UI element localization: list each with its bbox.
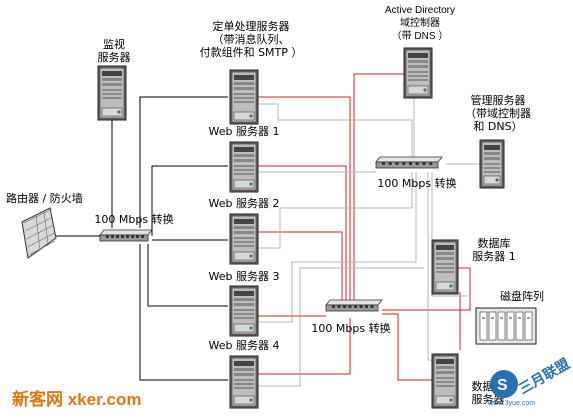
label-mgmt-server: 管理服务器 （带域控制器 和 DNS） (465, 94, 531, 133)
watermark-3yue-sub: www.3yue.com (488, 400, 536, 407)
link-red-web1 (258, 165, 347, 300)
web-server-1-icon (229, 141, 259, 193)
db-server-2-icon (431, 353, 459, 409)
switch-bottom-icon (325, 299, 383, 312)
mgmt-server-icon (479, 139, 505, 189)
link-red-web4 (258, 318, 351, 375)
disk-array-icon (475, 307, 537, 345)
link-red-ad (353, 73, 412, 300)
web-server-3-icon (229, 285, 259, 337)
label-order-server: 定单处理服务器 （带消息队列、 付款组件和 SMTP ） (199, 20, 303, 59)
monitor-server-icon (97, 65, 127, 121)
label-web4: Web 服务器 4 (208, 339, 280, 352)
switch-left-icon (99, 229, 153, 242)
connection-lines (21, 47, 537, 409)
3yue-logo-icon: S (490, 370, 518, 398)
label-disk-array: 磁盘阵列 (500, 290, 544, 303)
label-switch-bottom: 100 Mbps 转换 (311, 322, 391, 335)
db-server-1-icon (431, 239, 459, 295)
link-gray-order (258, 103, 413, 160)
network-diagram (21, 47, 537, 409)
link-switch-order (139, 96, 228, 228)
link-switch-web3 (147, 244, 228, 307)
label-web3: Web 服务器 3 (208, 270, 280, 283)
watermark-xker: 新客网 xker.com (12, 390, 142, 409)
link-gray-web2 (258, 172, 413, 249)
label-db1: 数据库 服务器 1 (472, 237, 516, 263)
label-monitor-server: 监视 服务器 (97, 38, 131, 64)
web-server-2-icon (229, 213, 259, 265)
label-web2: Web 服务器 2 (208, 197, 280, 210)
label-switch-left: 100 Mbps 转换 (94, 213, 174, 226)
link-switch-web1 (151, 165, 228, 236)
label-ad-server: Active Directory 域控制器 （带 DNS ） (384, 5, 455, 42)
switch-right-icon (375, 156, 443, 169)
router-firewall-icon (21, 207, 57, 259)
web-server-4-icon (229, 355, 259, 409)
link-gray-web3 (258, 172, 417, 323)
label-router: 路由器 / 防火墙 (6, 192, 83, 205)
link-gray-web4 (258, 267, 424, 387)
link-red-switch-db2 (382, 313, 440, 381)
link-gray-db (431, 172, 468, 297)
label-web1: Web 服务器 1 (208, 125, 280, 138)
watermark-3yue-logo: S 三月联盟 www.3yue.com (486, 355, 572, 412)
link-red-web2 (258, 231, 343, 300)
link-switch-web4 (139, 244, 228, 381)
ad-server-icon (403, 47, 433, 99)
order-server-icon (229, 69, 259, 125)
link-red-order (258, 96, 351, 300)
label-switch-right: 100 Mbps 转换 (377, 177, 457, 190)
svg-text:S: S (497, 377, 508, 394)
